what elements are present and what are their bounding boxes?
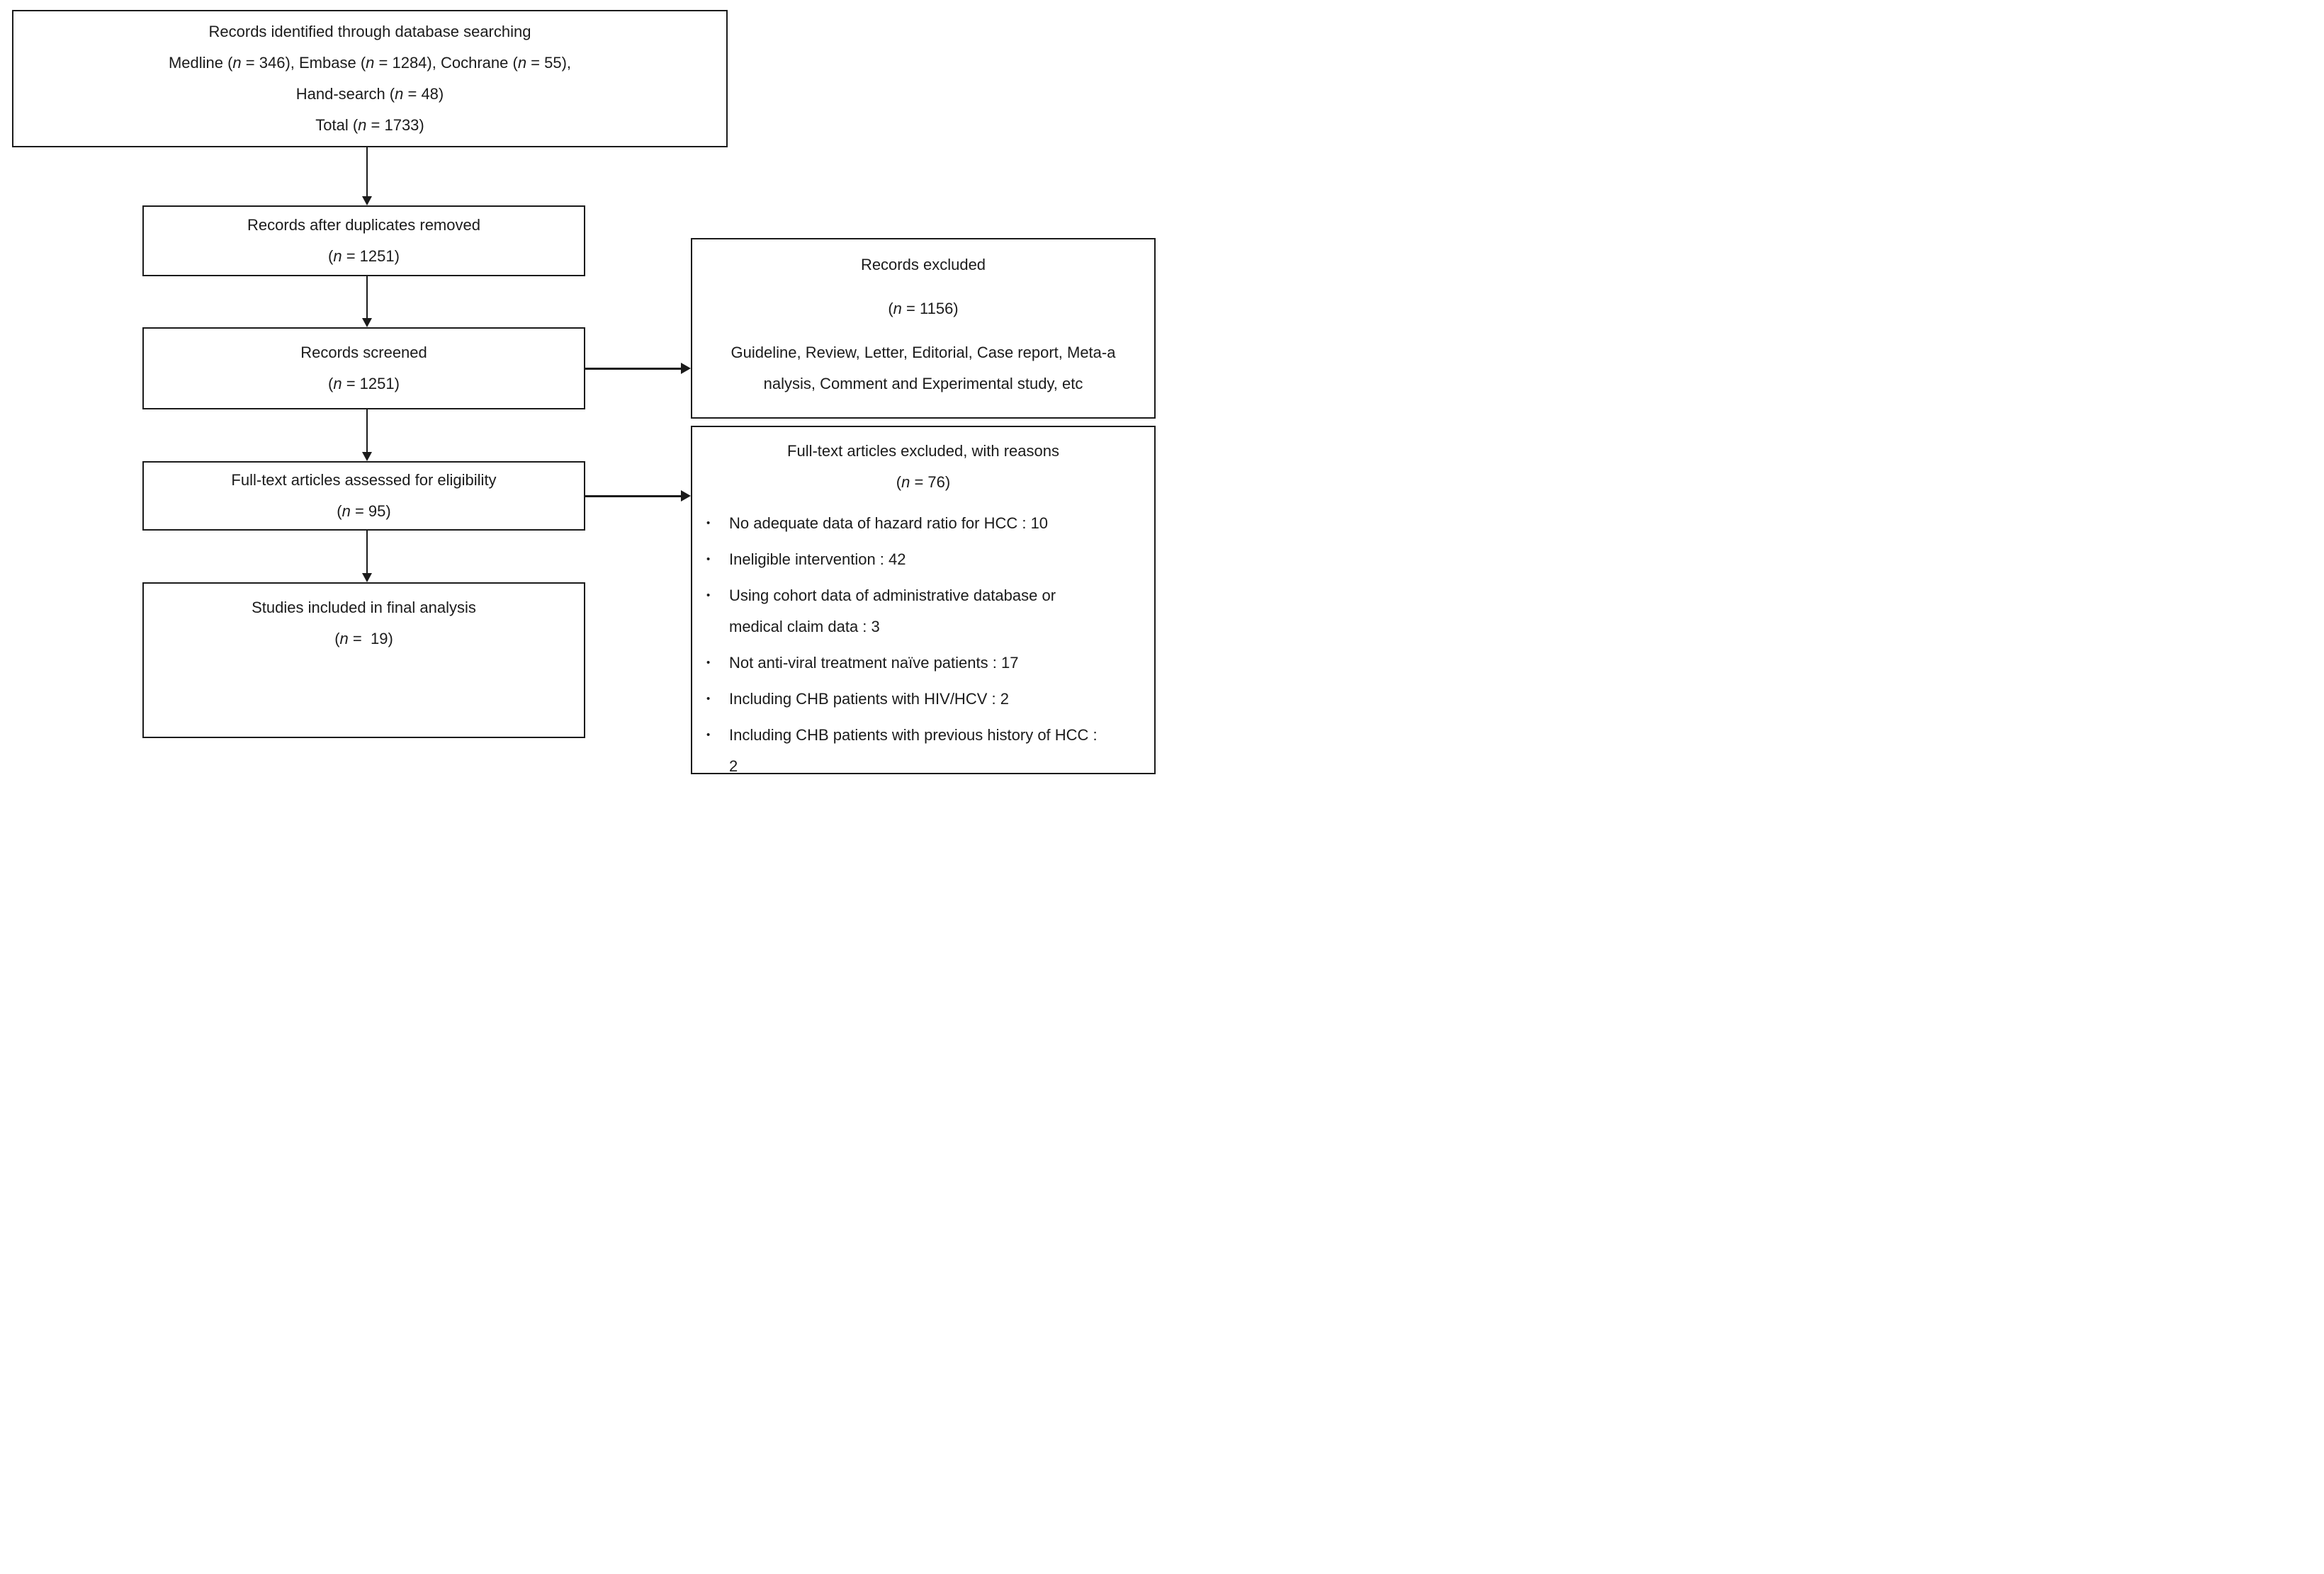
list-item: • Ineligible intervention : 42	[706, 544, 1141, 575]
list-item: • No adequate data of hazard ratio for H…	[706, 508, 1141, 539]
text-line: (n = 76)	[896, 473, 951, 491]
bullet-icon: •	[706, 693, 711, 705]
arrow-shaft	[366, 531, 368, 574]
prisma-flow-diagram: Records identified through database sear…	[0, 0, 1162, 787]
text-line: Medline (n = 346), Embase (n = 1284), Co…	[168, 54, 572, 72]
arrow-down	[362, 276, 372, 327]
list-item: • Including CHB patients with HIV/HCV : …	[706, 684, 1141, 715]
arrowhead-down-icon	[362, 452, 372, 461]
text-line: Records after duplicates removed	[247, 216, 480, 234]
arrow-shaft	[585, 495, 682, 497]
box-records-excluded: Records excluded (n = 1156) Guideline, R…	[691, 238, 1156, 419]
text-line: Not anti-viral treatment naïve patients …	[729, 654, 1019, 672]
text-line: Guideline, Review, Letter, Editorial, Ca…	[731, 344, 1116, 361]
bullet-icon: •	[706, 657, 711, 669]
bullet-icon: •	[706, 553, 711, 565]
text-line: Studies included in final analysis	[252, 599, 476, 616]
arrow-down	[362, 409, 372, 461]
arrowhead-right-icon	[681, 490, 691, 502]
text-line: Hand-search (n = 48)	[295, 85, 444, 103]
text-line: Using cohort data of administrative data…	[729, 587, 1056, 604]
text-line: nalysis, Comment and Experimental study,…	[763, 375, 1083, 392]
box-records-screened: Records screened (n = 1251)	[142, 327, 585, 409]
text-line: Total (n = 1733)	[315, 116, 424, 134]
text-line: 2	[729, 757, 738, 774]
text-line: (n = 19)	[334, 630, 393, 647]
list-item: • Using cohort data of administrative da…	[706, 580, 1141, 642]
text-line: No adequate data of hazard ratio for HCC…	[729, 514, 1049, 532]
box-fulltext-excluded: Full-text articles excluded, with reason…	[691, 426, 1156, 774]
text-line: Records identified through database sear…	[208, 23, 531, 40]
arrow-right	[585, 489, 691, 502]
exclusion-reason-list: • No adequate data of hazard ratio for H…	[692, 508, 1154, 774]
arrow-shaft	[366, 147, 368, 197]
arrow-shaft	[366, 409, 368, 453]
box-records-identified: Records identified through database sear…	[12, 10, 728, 147]
text-line: Including CHB patients with HIV/HCV : 2	[729, 690, 1009, 708]
arrow-shaft	[585, 368, 682, 370]
text-line: Ineligible intervention : 42	[729, 550, 906, 568]
arrow-right	[585, 362, 691, 375]
bullet-icon: •	[706, 517, 711, 529]
arrow-down	[362, 531, 372, 582]
text-line: (n = 95)	[337, 502, 391, 520]
text-line: (n = 1251)	[328, 375, 400, 392]
arrow-down	[362, 147, 372, 205]
arrowhead-right-icon	[681, 363, 691, 374]
text-line: Full-text articles excluded, with reason…	[787, 442, 1059, 460]
arrowhead-down-icon	[362, 196, 372, 205]
bullet-icon: •	[706, 729, 711, 741]
list-item: • Including CHB patients with previous h…	[706, 720, 1141, 774]
text-line: Records screened	[300, 344, 427, 361]
text-line: (n = 1156)	[888, 300, 959, 317]
box-fulltext-assessed: Full-text articles assessed for eligibil…	[142, 461, 585, 531]
arrowhead-down-icon	[362, 573, 372, 582]
list-item: • Not anti-viral treatment naïve patient…	[706, 647, 1141, 679]
text-line: Including CHB patients with previous his…	[729, 726, 1098, 744]
arrowhead-down-icon	[362, 318, 372, 327]
box-studies-included: Studies included in final analysis (n = …	[142, 582, 585, 738]
arrow-shaft	[366, 276, 368, 319]
bullet-icon: •	[706, 589, 711, 601]
text-line: Full-text articles assessed for eligibil…	[231, 471, 497, 489]
text-line: (n = 1251)	[328, 247, 400, 265]
text-line: Records excluded	[860, 256, 986, 273]
text-line: medical claim data : 3	[729, 618, 880, 635]
box-duplicates-removed: Records after duplicates removed (n = 12…	[142, 205, 585, 276]
